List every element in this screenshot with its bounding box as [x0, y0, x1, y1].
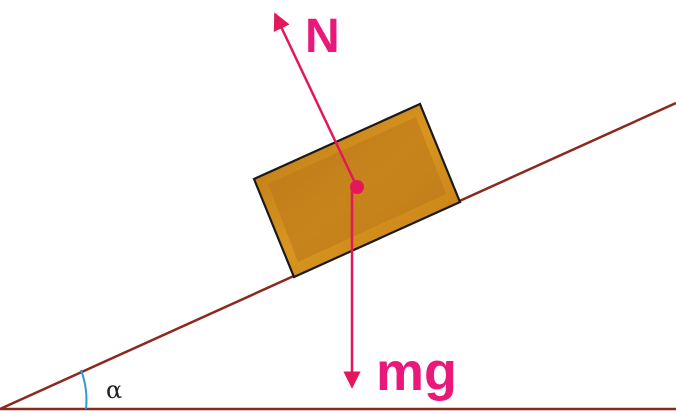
normal-force-label: N [305, 10, 340, 63]
angle-label: α [106, 376, 122, 404]
weight-label: mg [376, 342, 457, 402]
normal-force-arrow [273, 12, 359, 188]
center-of-mass-dot [350, 180, 364, 194]
angle-arc [80, 369, 88, 410]
